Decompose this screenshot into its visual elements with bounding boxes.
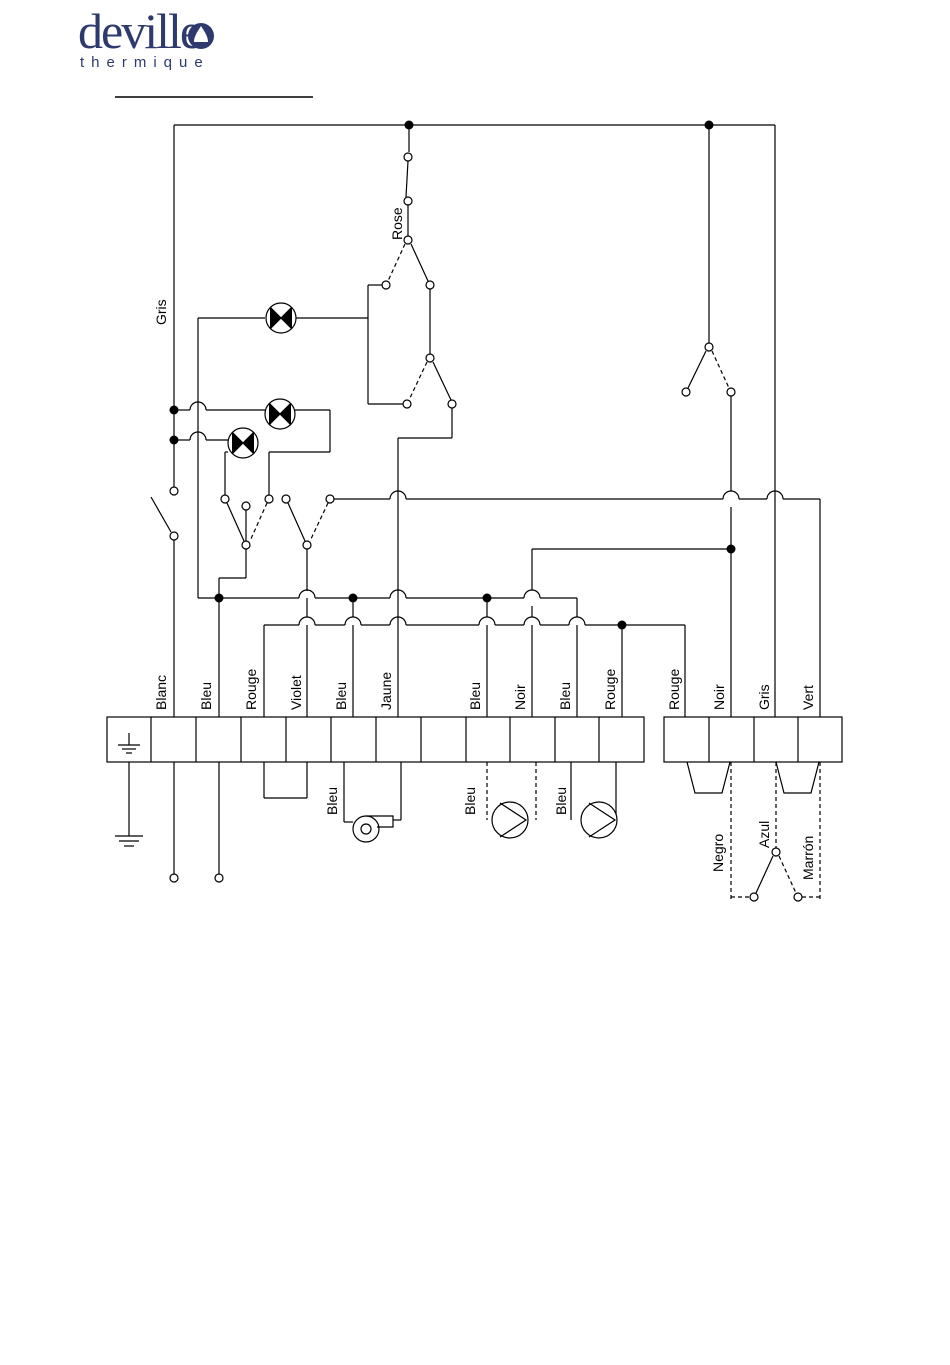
ground-icon	[118, 733, 140, 753]
terminal-label: Noir	[711, 684, 727, 710]
terminal-label: Bleu	[198, 682, 214, 710]
terminal-block-secondary	[664, 717, 842, 762]
terminal-label: Bleu	[557, 682, 573, 710]
rouge-violet-bridge	[264, 762, 307, 798]
circulator-pump-icon	[487, 762, 536, 838]
label-pump2-bleu: Bleu	[553, 787, 569, 815]
label-azul: Azul	[756, 821, 772, 848]
terminal-label: Blanc	[153, 675, 169, 710]
terminal-label: Rouge	[602, 669, 618, 710]
label-gris-top: Gris	[153, 299, 169, 325]
label-pump1-bleu: Bleu	[462, 787, 478, 815]
label-marron: Marrón	[800, 836, 816, 880]
terminal-label: Bleu	[467, 682, 483, 710]
indicator-lamp-3-icon	[174, 428, 258, 495]
mode-selector-switch	[219, 495, 334, 717]
earth-ground-icon	[115, 762, 143, 846]
brand-logo: deville thermique	[78, 3, 214, 71]
fan-motor-icon	[344, 762, 401, 842]
indicator-lamp-icon	[198, 303, 368, 333]
terminal-label: Gris	[756, 684, 772, 710]
circulator-pump-2-icon	[571, 762, 617, 838]
aquastat-switch	[682, 125, 736, 717]
terminal-label: Rouge	[243, 669, 259, 710]
mains-supply-wires	[170, 762, 223, 882]
logo-brand-text: deville	[78, 3, 201, 59]
terminal-block-main	[107, 717, 644, 762]
terminal-label: Violet	[288, 675, 304, 710]
logo-tagline-text: thermique	[80, 54, 210, 71]
rose-thermostat-switch	[368, 125, 456, 717]
terminal-labels-left: Blanc Bleu Rouge Violet Bleu Jaune Bleu …	[153, 669, 618, 710]
label-fan-bleu: Bleu	[324, 787, 340, 815]
terminal-label: Rouge	[666, 669, 682, 710]
label-negro: Negro	[710, 834, 726, 872]
label-rose: Rose	[389, 207, 405, 240]
noir-bridge-wire	[524, 549, 731, 717]
terminal-label: Noir	[512, 684, 528, 710]
flame-drop-icon	[188, 23, 214, 49]
terminal-label: Bleu	[333, 682, 349, 710]
terminal-labels-right: Rouge Noir Gris Vert	[666, 669, 816, 710]
terminal-label: Vert	[800, 685, 816, 710]
terminal-label: Jaune	[378, 672, 394, 710]
